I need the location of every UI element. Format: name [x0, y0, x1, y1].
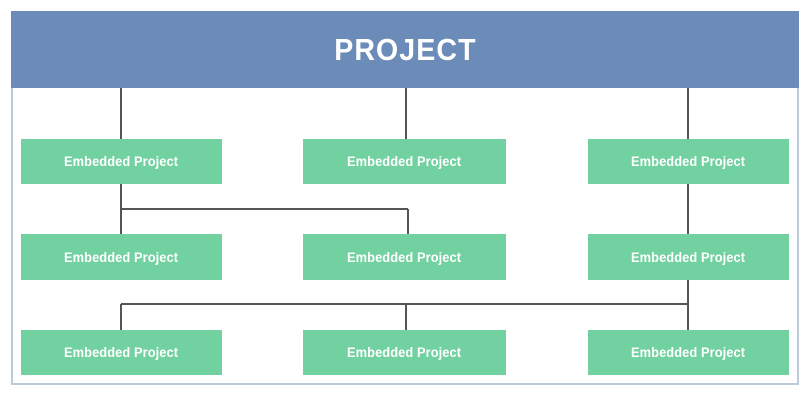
node-row3-col2[interactable]: Embedded Project: [303, 330, 506, 375]
node-row2-col1[interactable]: Embedded Project: [21, 234, 222, 280]
node-row3-col1[interactable]: Embedded Project: [21, 330, 222, 375]
node-label: Embedded Project: [64, 345, 179, 360]
node-row3-col3[interactable]: Embedded Project: [588, 330, 789, 375]
project-header: PROJECT: [11, 11, 799, 88]
page-title: PROJECT: [333, 32, 477, 67]
node-label: Embedded Project: [631, 249, 746, 265]
node-label: Embedded Project: [631, 154, 746, 169]
node-row1-col3[interactable]: Embedded Project: [588, 139, 789, 184]
node-label: Embedded Project: [347, 154, 462, 169]
node-row2-col2[interactable]: Embedded Project: [303, 234, 506, 280]
node-label: Embedded Project: [347, 345, 462, 360]
node-row2-col3[interactable]: Embedded Project: [588, 234, 789, 280]
node-label: Embedded Project: [64, 154, 179, 169]
node-label: Embedded Project: [347, 249, 462, 265]
node-label: Embedded Project: [631, 345, 746, 360]
node-label: Embedded Project: [64, 249, 179, 265]
node-row1-col2[interactable]: Embedded Project: [303, 139, 506, 184]
node-row1-col1[interactable]: Embedded Project: [21, 139, 222, 184]
